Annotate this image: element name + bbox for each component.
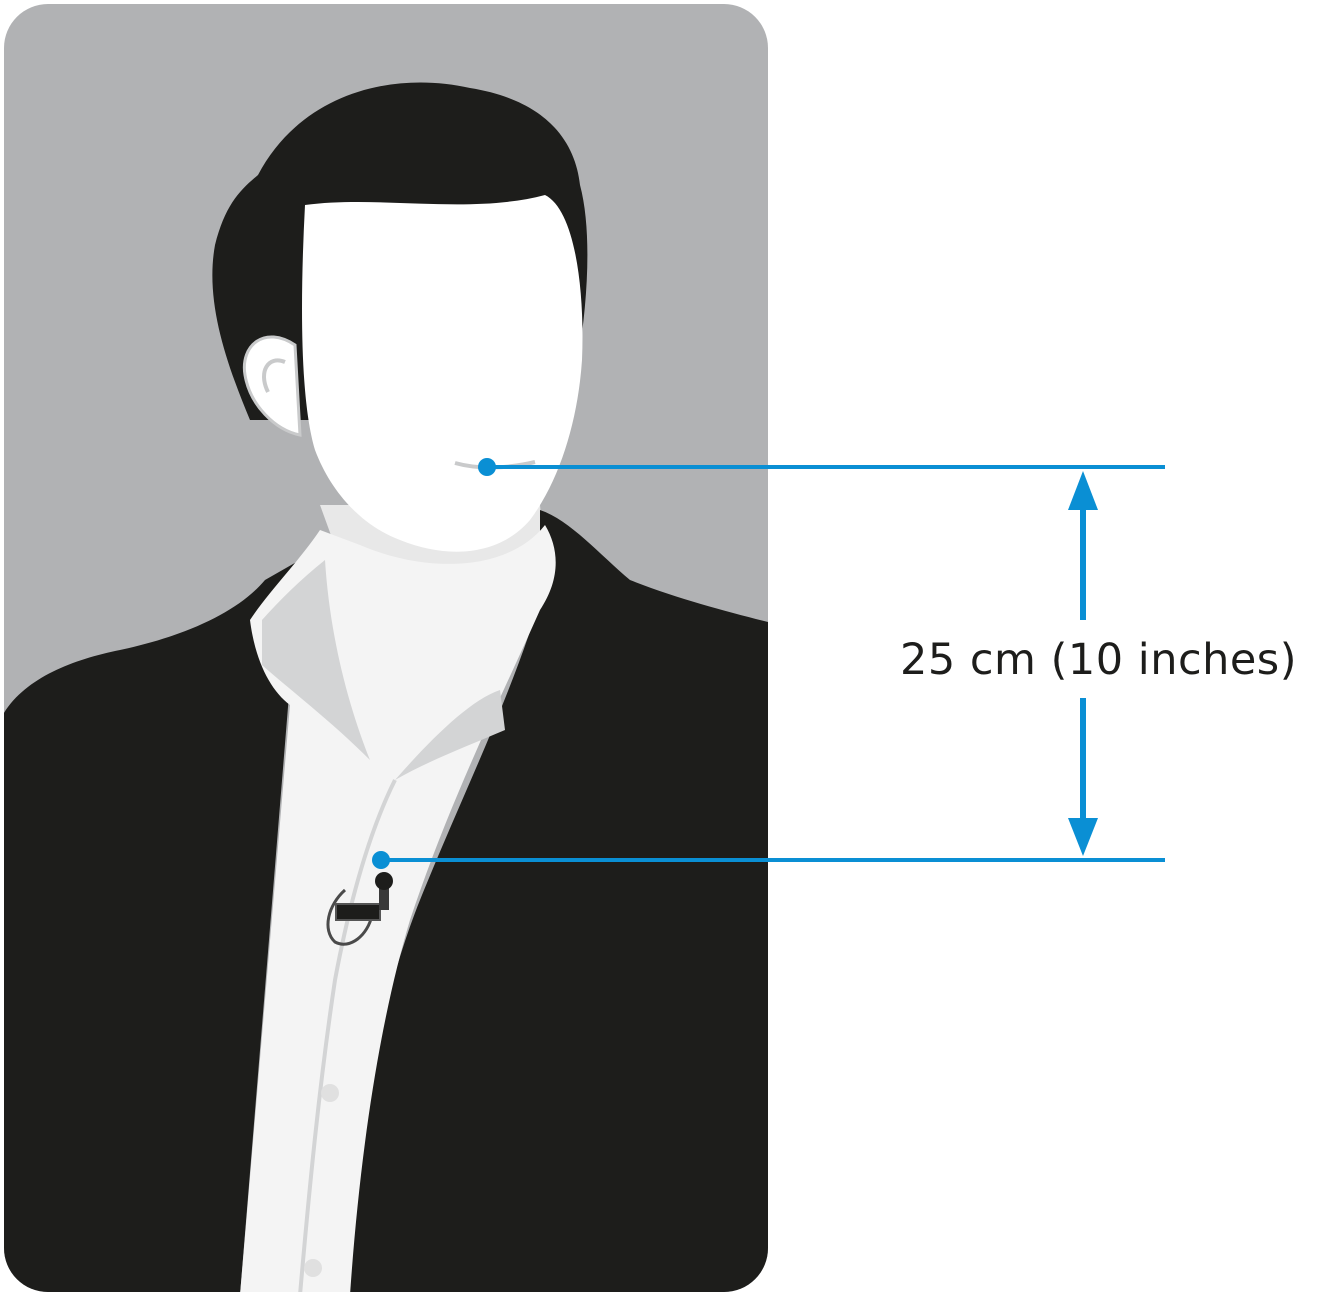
mouth-point-marker [478, 458, 496, 476]
arrow-head-up [1068, 471, 1098, 510]
distance-label: 25 cm (10 inches) [900, 630, 1310, 690]
mic-clip [336, 904, 380, 920]
shirt-button [321, 1084, 339, 1102]
face [302, 195, 582, 552]
arrow-head-down [1068, 818, 1098, 856]
shirt-button [304, 1259, 322, 1277]
mic-capsule [375, 872, 393, 890]
microphone-point-marker [372, 851, 390, 869]
